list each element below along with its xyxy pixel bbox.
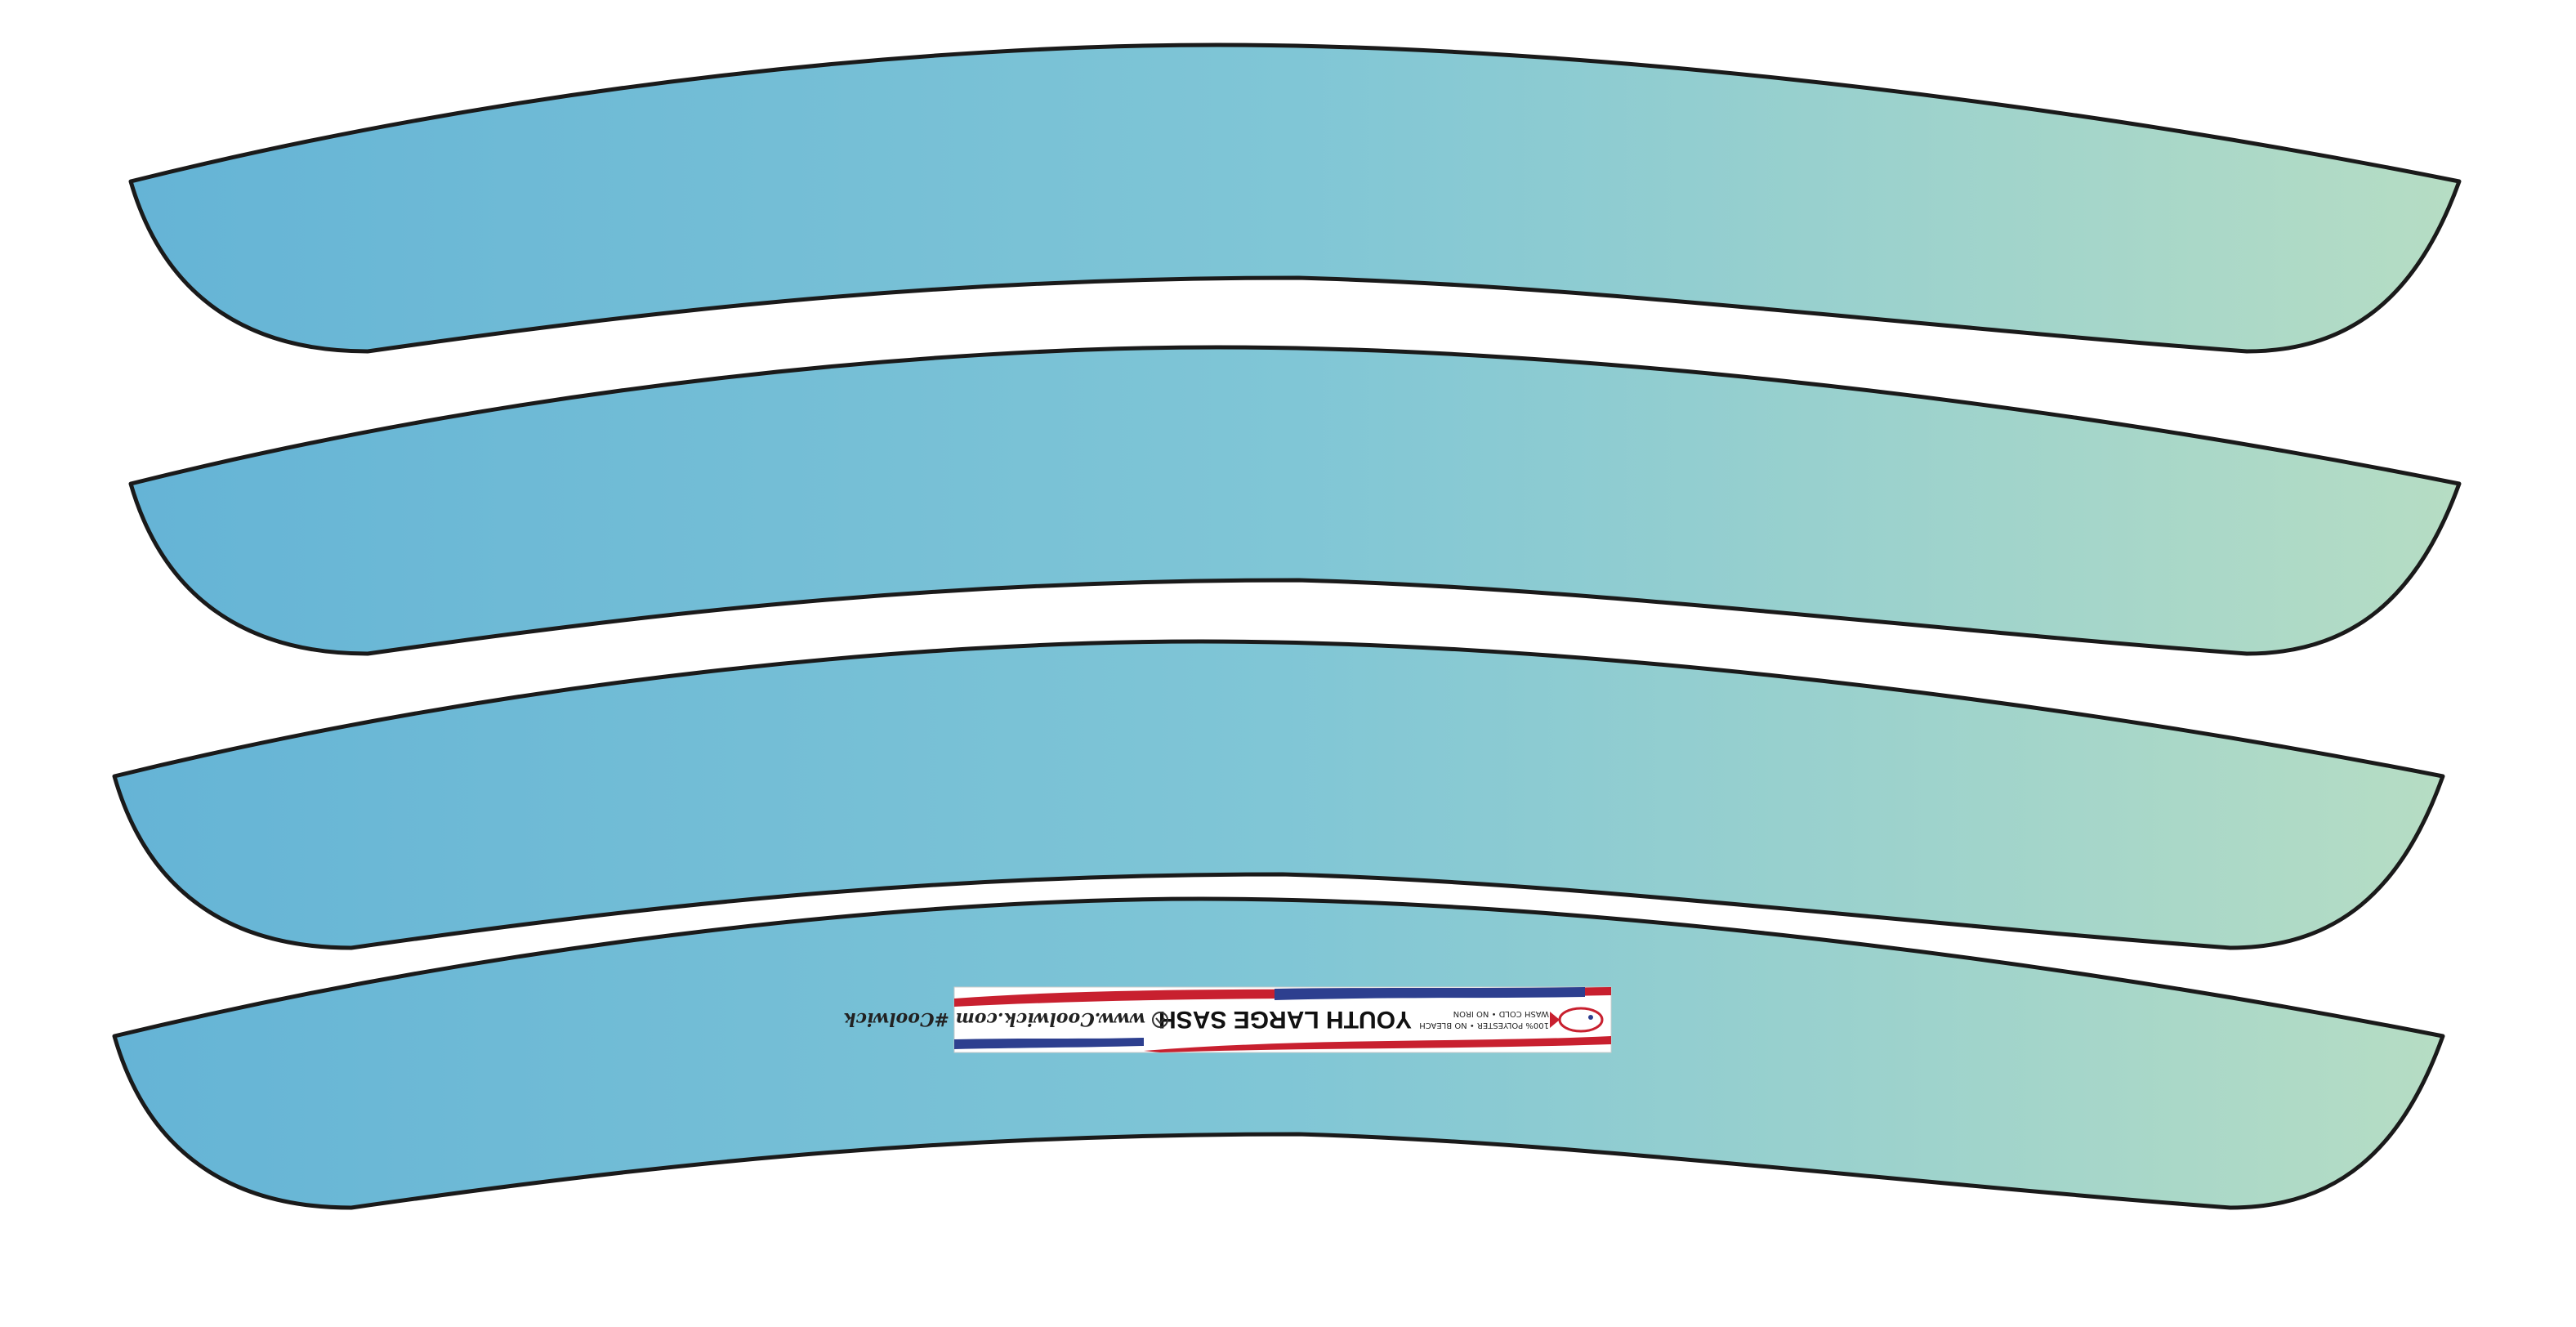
- care-label-tag: 100% POLYESTER • NO BLEACH WASH COLD • N…: [843, 986, 1612, 1053]
- sash-panel-3: [112, 639, 2445, 950]
- label-title: YOUTH LARGE SASH: [1159, 1006, 1412, 1033]
- care-line-2: WASH COLD • NO IRON: [1453, 1009, 1549, 1018]
- coolwick-mark-icon: [1152, 1012, 1168, 1028]
- flag-swoosh-bottom-blue: [954, 1038, 1144, 1049]
- flag-swoosh-blue: [1275, 987, 1585, 1000]
- flag-swoosh-bottom: [1144, 1036, 1611, 1052]
- sash-panel-1: [128, 42, 2462, 354]
- sash-panel-2: [128, 345, 2462, 656]
- coolwick-fish-logo-icon: [1550, 1007, 1604, 1033]
- label-url: www.Coolwick.com #Coolwick: [843, 1008, 1145, 1030]
- care-line-1: 100% POLYESTER • NO BLEACH: [1419, 1021, 1549, 1030]
- sash-panel-4: [112, 896, 2445, 1210]
